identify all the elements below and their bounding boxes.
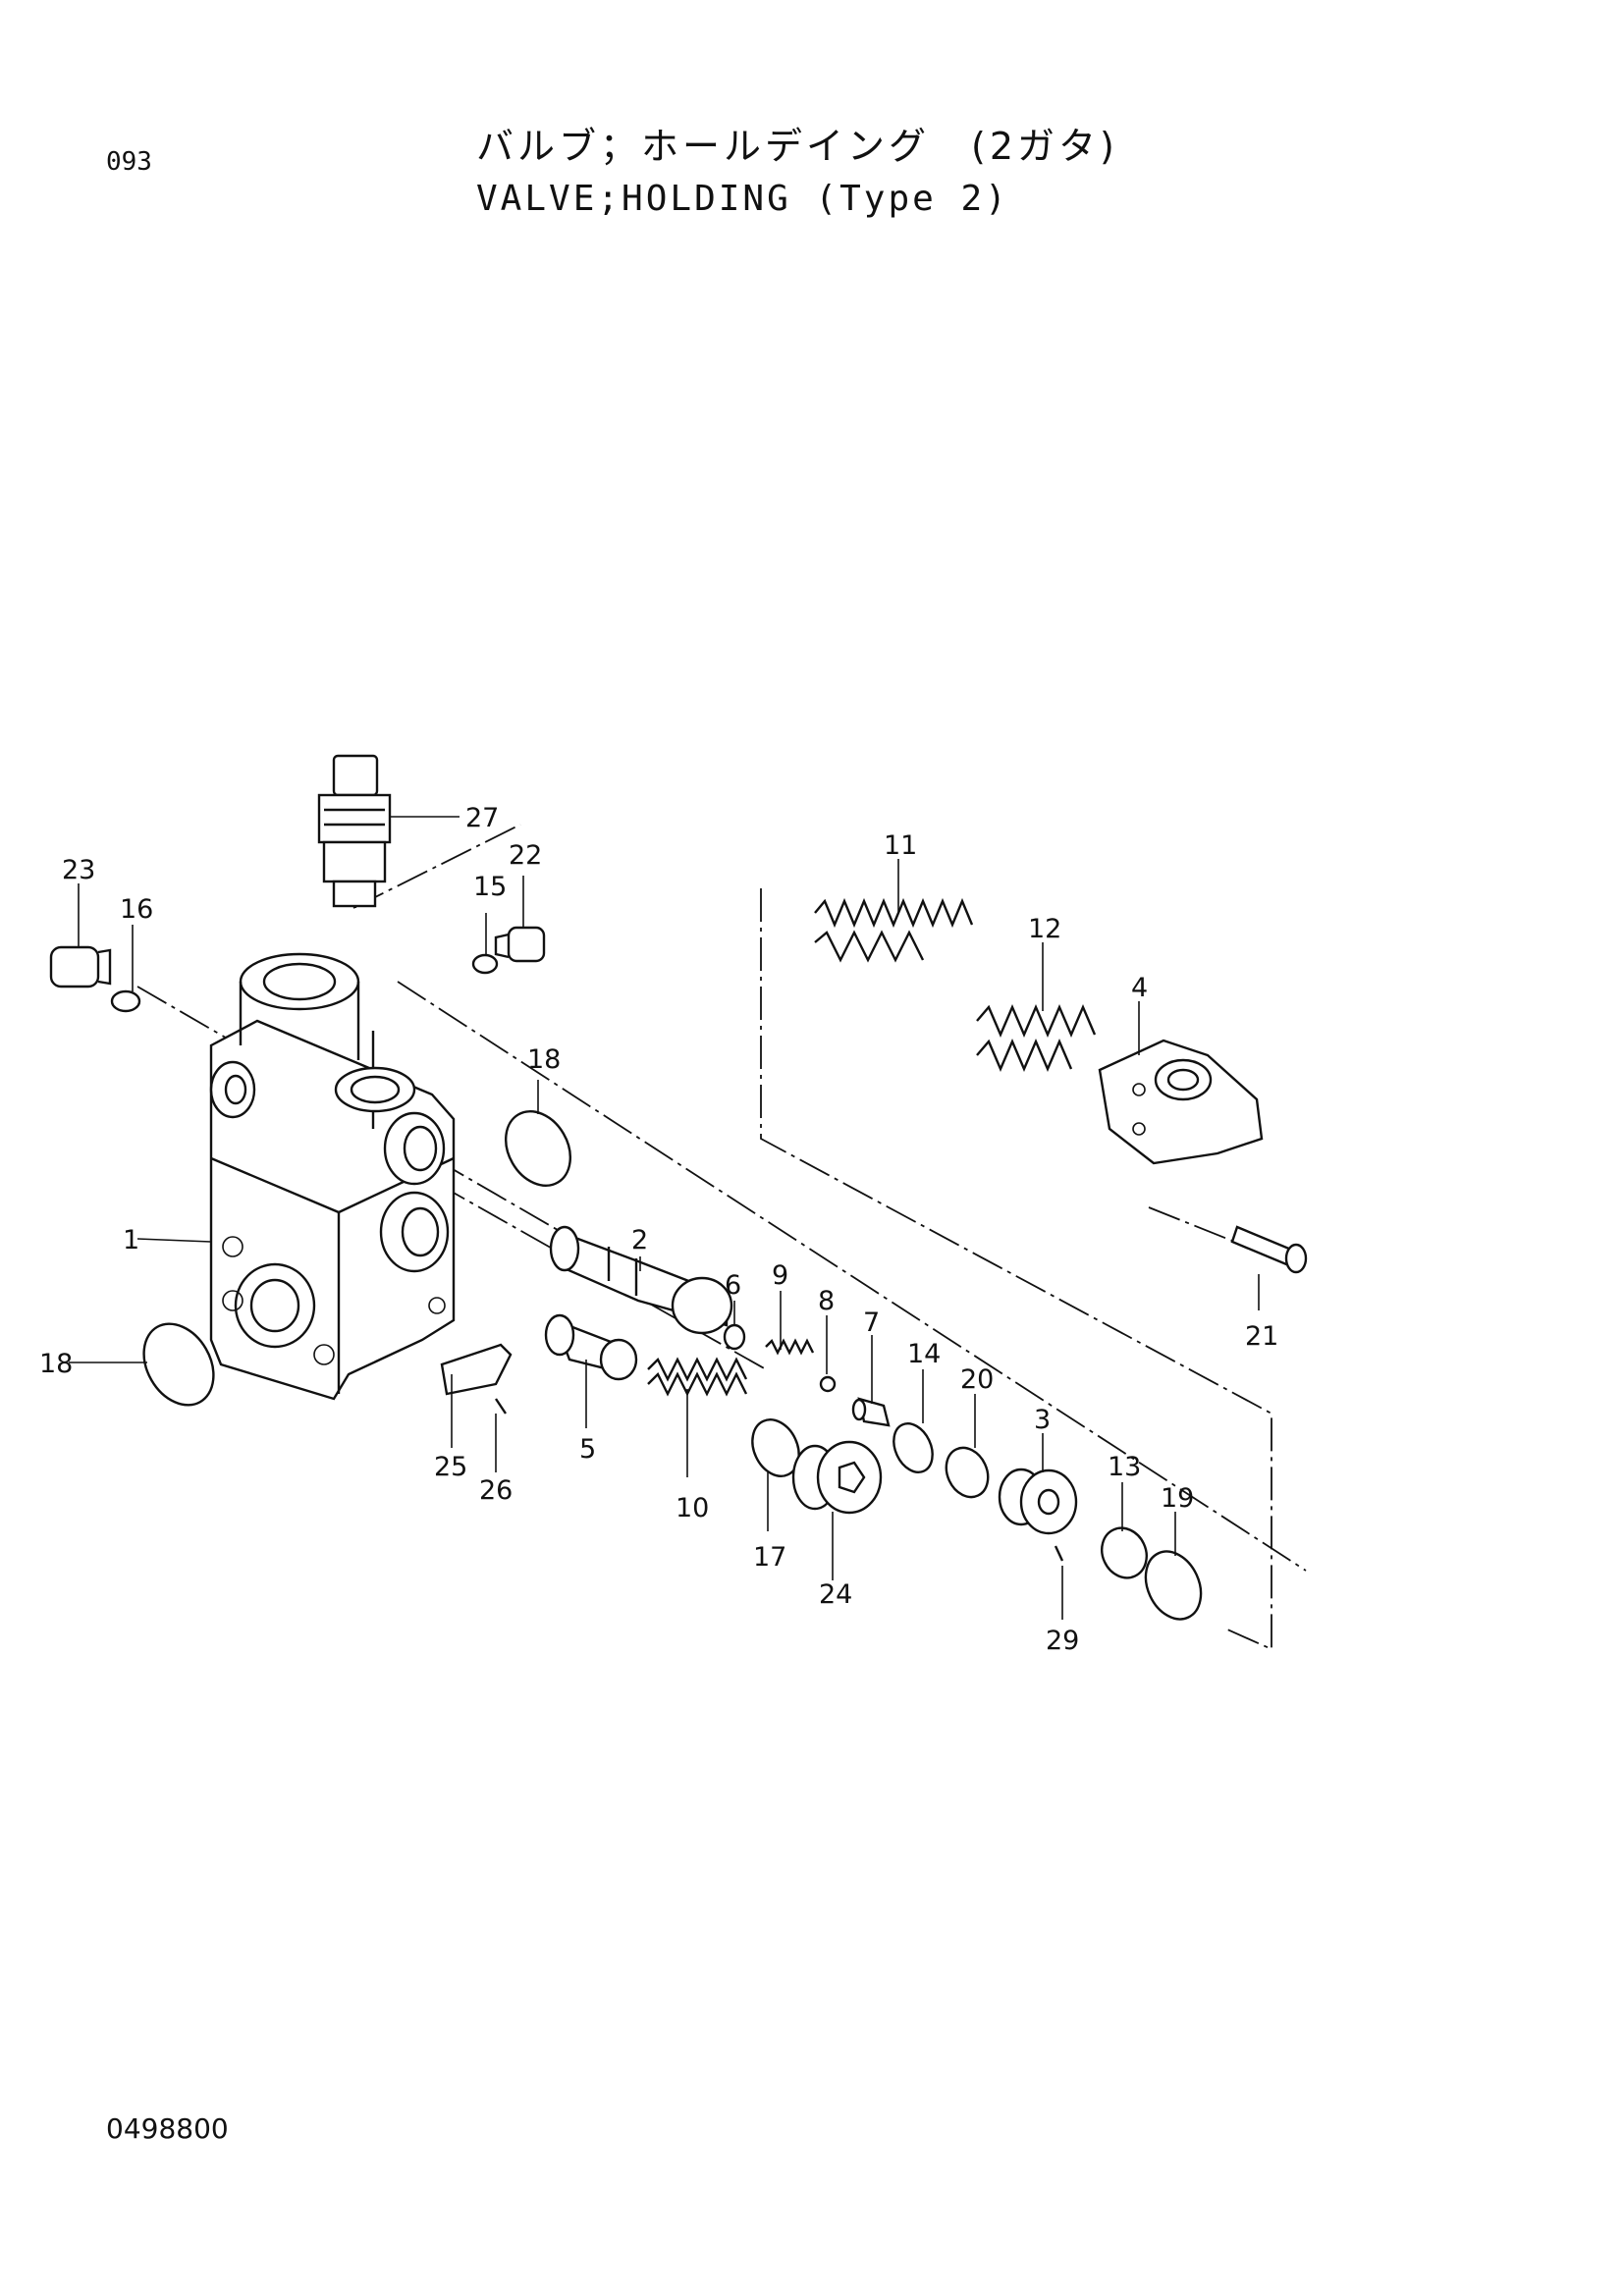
ball-part-8[interactable] — [819, 1375, 837, 1393]
rivet-part-26[interactable] — [495, 1398, 507, 1415]
page-number: 093 — [106, 147, 152, 177]
callout-15: 15 — [473, 872, 507, 902]
callout-26: 26 — [479, 1475, 513, 1506]
o-ring-part-14[interactable] — [887, 1417, 941, 1478]
washer-part-13[interactable] — [1094, 1521, 1155, 1585]
callout-13: 13 — [1108, 1452, 1141, 1482]
callout-16: 16 — [120, 894, 153, 925]
relief-valve-cartridge[interactable] — [317, 754, 392, 908]
plug-part-24[interactable] — [791, 1440, 883, 1515]
document-number: 0498800 — [106, 2112, 229, 2145]
callout-29: 29 — [1046, 1626, 1079, 1656]
spool-part-2[interactable] — [549, 1225, 733, 1335]
o-ring-part-16[interactable] — [110, 989, 141, 1013]
callout-6: 6 — [725, 1270, 741, 1301]
title-english: VALVE;HOLDING (Type 2) — [476, 179, 1009, 219]
poppet-part-5[interactable] — [544, 1313, 638, 1381]
cap-part-3[interactable] — [998, 1468, 1078, 1535]
o-ring-part-18-upper[interactable] — [493, 1099, 583, 1197]
spring-part-10[interactable] — [647, 1357, 748, 1397]
pin-part-29[interactable] — [1054, 1545, 1064, 1562]
valve-body[interactable] — [209, 952, 456, 1401]
callout-11: 11 — [884, 830, 917, 861]
spring-part-9[interactable] — [765, 1338, 815, 1356]
callout-8: 8 — [818, 1286, 835, 1316]
callout-12: 12 — [1028, 914, 1061, 944]
part-callouts: 23 16 27 15 22 18 1 18 2 6 9 8 7 14 20 3… — [39, 803, 1278, 1656]
piston-part-6[interactable] — [723, 1323, 746, 1351]
bolt-part-21[interactable] — [1230, 1225, 1308, 1274]
callout-10: 10 — [676, 1493, 709, 1523]
callout-3: 3 — [1034, 1405, 1051, 1435]
callout-18-lower: 18 — [39, 1349, 73, 1379]
o-ring-part-17[interactable] — [743, 1413, 807, 1484]
spring-part-12[interactable] — [976, 1003, 1097, 1073]
callout-18-upper: 18 — [527, 1044, 561, 1075]
callout-25: 25 — [434, 1452, 467, 1482]
callout-9: 9 — [772, 1260, 788, 1291]
callout-17: 17 — [753, 1542, 786, 1573]
title-japanese: バルブ；ホールデイング (2ガタ) — [476, 125, 1118, 168]
callout-4: 4 — [1131, 973, 1148, 1003]
name-plate-part-25[interactable] — [440, 1343, 513, 1396]
o-ring-part-15[interactable] — [471, 953, 499, 975]
housing-part-4[interactable] — [1098, 1039, 1264, 1165]
seat-part-7[interactable] — [851, 1397, 891, 1427]
callout-7: 7 — [863, 1308, 880, 1338]
spring-part-11[interactable] — [814, 897, 974, 963]
callout-14: 14 — [907, 1339, 941, 1369]
callout-22: 22 — [509, 840, 542, 871]
callout-19: 19 — [1161, 1483, 1194, 1514]
callout-24: 24 — [819, 1579, 852, 1610]
o-ring-part-19[interactable] — [1135, 1542, 1212, 1628]
callout-27: 27 — [465, 803, 499, 833]
plug-part-22[interactable] — [494, 926, 546, 963]
o-ring-part-18-lower[interactable] — [130, 1311, 227, 1417]
callout-20: 20 — [960, 1364, 994, 1395]
backup-ring-part-20[interactable] — [939, 1441, 996, 1504]
callout-5: 5 — [579, 1434, 596, 1465]
callout-23: 23 — [62, 855, 95, 885]
plug-part-23[interactable] — [49, 945, 112, 988]
callout-2: 2 — [631, 1225, 648, 1255]
leader-lines — [69, 816, 1260, 1620]
callout-21: 21 — [1245, 1321, 1278, 1352]
callout-1: 1 — [123, 1225, 139, 1255]
